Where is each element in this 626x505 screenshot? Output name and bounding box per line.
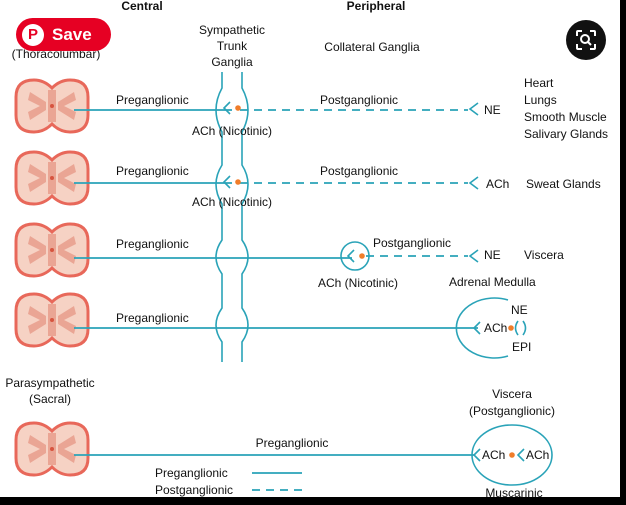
spinal-cord-section-2 (14, 150, 90, 206)
diagram-panel (0, 0, 620, 497)
parasympathetic-ach-right: ACh (526, 448, 549, 462)
spinal-cord-section-3 (14, 222, 90, 278)
parasympathetic-preganglionic-label: Preganglionic (256, 436, 329, 450)
spinal-cord-section-1 (14, 78, 90, 134)
preganglionic-label-2: Preganglionic (116, 164, 189, 178)
target-sweat-glands: Sweat Glands (526, 177, 601, 191)
postganglionic-label-2: Postganglionic (320, 164, 398, 178)
synapse-marker-2 (235, 179, 241, 185)
visual-search-icon (576, 30, 596, 50)
nicotinic-label-2: ACh (Nicotinic) (192, 195, 272, 209)
target-nt-2: ACh (486, 177, 509, 191)
target-nt-3: NE (484, 248, 501, 262)
adrenal-ne-label: NE (511, 303, 528, 317)
synapse-marker-4 (508, 325, 514, 331)
peripheral-heading: Peripheral (347, 0, 406, 13)
muscarinic-label: Muscarinic (485, 486, 542, 500)
parasympathetic-label-1: Parasympathetic (5, 376, 94, 390)
preganglionic-label-3: Preganglionic (116, 237, 189, 251)
target-heart: Heart (524, 76, 554, 90)
viscera-label: Viscera (492, 387, 532, 401)
parasympathetic-label-2: (Sacral) (29, 392, 71, 406)
legend-postganglionic-label: Postganglionic (155, 483, 233, 497)
parasympathetic-ach-left: ACh (482, 448, 505, 462)
preganglionic-label-4: Preganglionic (116, 311, 189, 325)
postganglionic-label-3: Postganglionic (373, 236, 451, 250)
nicotinic-label-1: ACh (Nicotinic) (192, 124, 272, 138)
chromaffin-left (514, 320, 519, 336)
sympathetic-trunk-label-2: Trunk (217, 39, 248, 53)
adrenal-medulla-outline (455, 297, 509, 359)
sympathetic-trunk-label-1: Sympathetic (199, 23, 265, 37)
viscera-postganglionic-label: (Postganglionic) (469, 404, 555, 418)
arrow-4a (472, 321, 481, 335)
central-heading: Central (121, 0, 162, 13)
parasympathetic-ganglion-outline (471, 424, 553, 486)
synapse-marker-1 (235, 105, 241, 111)
pinterest-save-button[interactable]: P Save (16, 18, 111, 51)
target-lungs: Lungs (524, 93, 557, 107)
visual-search-button[interactable] (566, 20, 606, 60)
arrow-2a (222, 175, 231, 189)
sympathetic-trunk-label-3: Ganglia (211, 55, 253, 69)
arrow-1b (468, 102, 479, 116)
sympathetic-trunk-right (241, 72, 249, 362)
adrenal-epi-label: EPI (512, 340, 531, 354)
chromaffin-right (522, 320, 527, 336)
preganglionic-label-1: Preganglionic (116, 93, 189, 107)
arrow-3a (346, 249, 355, 263)
arrow-1a (222, 101, 231, 115)
adrenal-medulla-label: Adrenal Medulla (449, 275, 536, 289)
arrow-5b (516, 448, 525, 462)
arrow-3b (468, 249, 479, 263)
arrow-5a (472, 448, 481, 462)
sympathetic-trunk-left (215, 72, 223, 362)
target-smooth-muscle: Smooth Muscle (524, 110, 607, 124)
synapse-marker-5 (509, 452, 515, 458)
spinal-cord-section-5 (14, 421, 90, 477)
target-viscera: Viscera (524, 248, 564, 262)
spinal-cord-section-4 (14, 292, 90, 348)
synapse-marker-3 (359, 253, 365, 259)
adrenal-ach-label: ACh (484, 321, 507, 335)
nicotinic-label-3: ACh (Nicotinic) (318, 276, 398, 290)
save-label: Save (52, 24, 92, 44)
pinterest-icon: P (22, 23, 44, 46)
postganglionic-label-1: Postganglionic (320, 93, 398, 107)
target-nt-1: NE (484, 103, 501, 117)
collateral-ganglia-label: Collateral Ganglia (324, 40, 420, 54)
arrow-2b (468, 176, 479, 190)
legend-preganglionic-label: Preganglionic (155, 466, 228, 480)
target-salivary-glands: Salivary Glands (524, 127, 608, 141)
